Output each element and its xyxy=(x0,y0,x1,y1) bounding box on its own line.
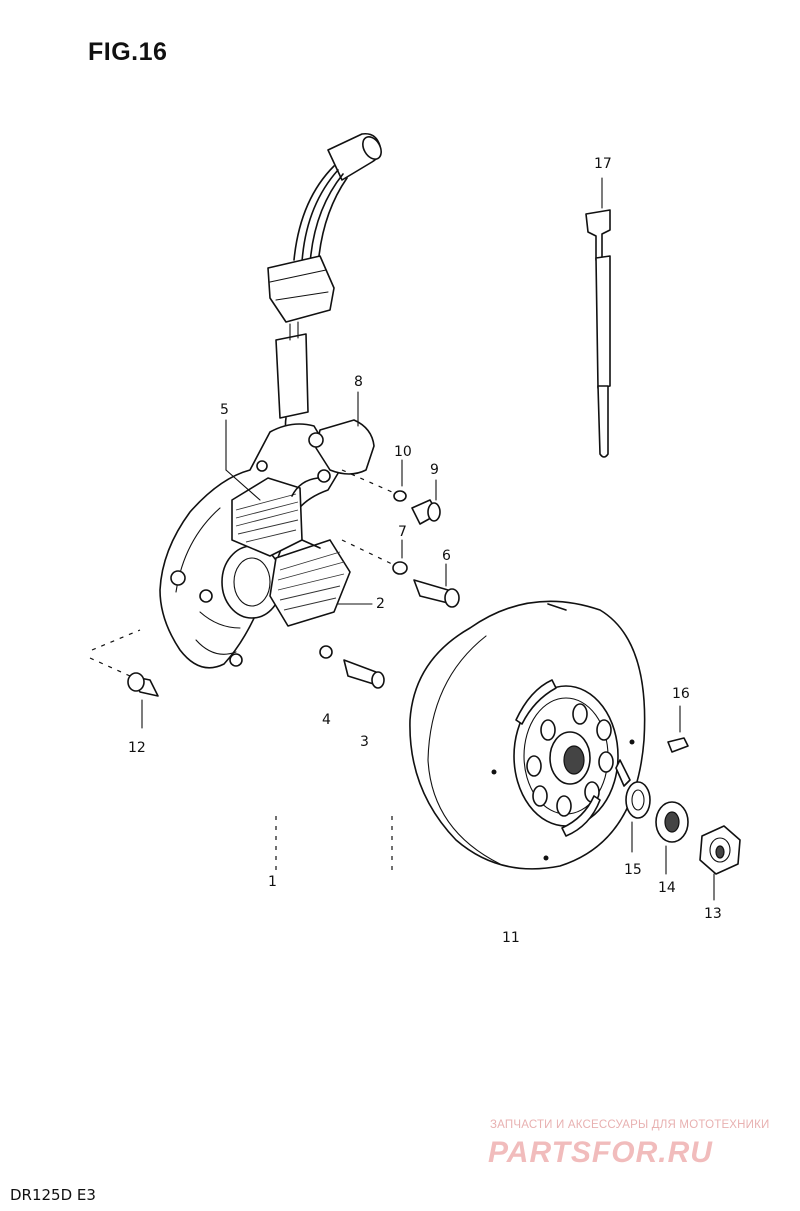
wiring-harness xyxy=(267,132,382,441)
washer-4 xyxy=(319,645,333,659)
callout-7: 7 xyxy=(398,524,407,540)
nut-13 xyxy=(699,825,741,901)
washer-7 xyxy=(341,539,408,575)
washer-15 xyxy=(625,781,651,853)
watermark-subtitle: ЗАПЧАСТИ И АКСЕССУАРЫ ДЛЯ МОТОТЕХНИКИ xyxy=(490,1119,770,1131)
callout-13: 13 xyxy=(704,906,722,922)
callout-17: 17 xyxy=(594,156,612,172)
callout-11: 11 xyxy=(502,930,520,946)
callout-10: 10 xyxy=(394,444,412,460)
screw-9 xyxy=(411,479,441,525)
callout-14: 14 xyxy=(658,880,676,896)
screw-12 xyxy=(89,629,159,729)
flywheel-rotor xyxy=(409,600,646,870)
model-code: DR125D E3 xyxy=(10,1186,96,1204)
callout-8: 8 xyxy=(354,374,363,390)
callout-12: 12 xyxy=(128,740,146,756)
stator-assembly xyxy=(159,419,375,669)
callout-9: 9 xyxy=(430,462,439,478)
washer-10 xyxy=(341,459,407,502)
lock-washer-14 xyxy=(655,801,689,875)
rod-17 xyxy=(585,177,611,458)
screw-6 xyxy=(413,563,460,608)
watermark-logo: PARTSFOR.RU xyxy=(488,1136,713,1169)
figure-title: FIG.16 xyxy=(88,38,167,66)
watermark: ЗАПЧАСТИ И АКСЕССУАРЫ ДЛЯ МОТОТЕХНИКИ PA… xyxy=(488,1119,770,1169)
callout-6: 6 xyxy=(442,548,451,564)
callout-15: 15 xyxy=(624,862,642,878)
callout-1: 1 xyxy=(268,874,277,890)
screw-3 xyxy=(343,659,385,689)
callout-16: 16 xyxy=(672,686,690,702)
callout-3: 3 xyxy=(360,734,369,750)
callout-2: 2 xyxy=(376,596,385,612)
key-16 xyxy=(667,705,689,753)
callout-5: 5 xyxy=(220,402,229,418)
callout-4: 4 xyxy=(322,712,331,728)
